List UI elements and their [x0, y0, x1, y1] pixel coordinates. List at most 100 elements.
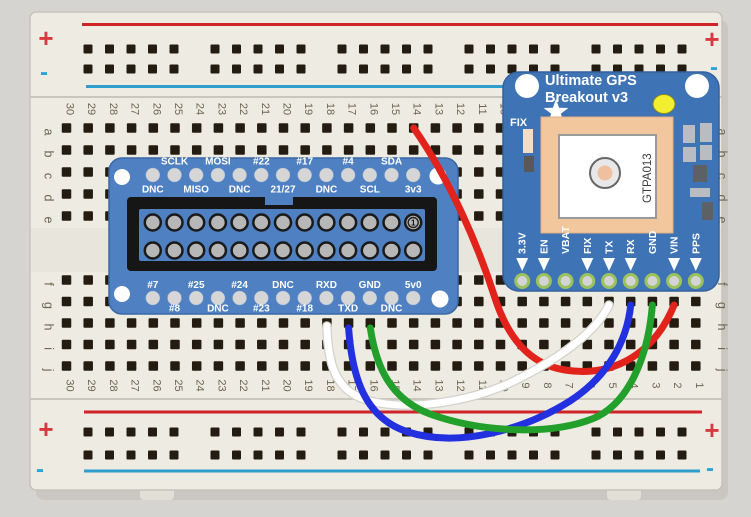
- cobbler-pin: [340, 167, 356, 183]
- cobbler-pin: [254, 167, 269, 183]
- breadboard-hole: [365, 318, 376, 328]
- rail-hole: [210, 64, 220, 74]
- gps-pin-label: PPS: [690, 233, 702, 254]
- column-number-top: 25: [172, 103, 184, 115]
- breadboard-hole: [474, 361, 484, 371]
- cobbler-connector-holes: 1: [143, 213, 423, 260]
- gps-pin-hole: [601, 273, 617, 289]
- rail-hole: [296, 64, 306, 74]
- breadboard-hole: [257, 145, 267, 155]
- breadboard-hole: [300, 318, 310, 328]
- breadboard-hole: [126, 339, 137, 350]
- column-number-bottom: 16: [367, 379, 379, 391]
- breadboard-hole: [61, 189, 72, 199]
- cobbler-pin: [297, 167, 312, 183]
- breadboard-hole: [83, 318, 93, 328]
- rail-minus-sign: -: [710, 54, 718, 81]
- column-number-top: 27: [129, 103, 141, 115]
- breadboard-hole: [278, 145, 289, 155]
- gps-antenna-pin-dot: [597, 165, 613, 181]
- breadboard-hole: [148, 361, 159, 371]
- breadboard-hole: [278, 361, 289, 371]
- breadboard-hole: [83, 189, 93, 199]
- connector-hole: [295, 241, 314, 260]
- gps-pin-hole: [579, 273, 596, 289]
- breadboard-hole: [430, 123, 441, 133]
- connector-hole: [230, 241, 249, 260]
- breadboard-hole: [257, 123, 267, 133]
- row-letter-left: b: [42, 151, 56, 158]
- column-number-bottom: 13: [432, 379, 444, 391]
- rail-hole: [232, 427, 241, 437]
- gps-smd-component: [693, 165, 707, 182]
- cobbler-mount-hole-br: [431, 290, 449, 308]
- rail-hole: [148, 64, 157, 74]
- red-wire: [410, 124, 678, 375]
- rail-hole: [613, 450, 622, 460]
- row-letter-left: c: [42, 173, 56, 179]
- breadboard-hole: [83, 361, 93, 371]
- gps-pin-label: GND: [647, 230, 659, 254]
- breadboard-hole: [191, 318, 202, 328]
- pin1-badge-label: 1: [411, 219, 416, 228]
- column-number-top: 16: [367, 103, 379, 115]
- breadboard-hole: [105, 339, 115, 350]
- column-number-bottom: 24: [194, 379, 206, 391]
- breadboard-hole: [235, 145, 245, 155]
- gps-pin-arrow-icon: [581, 258, 594, 271]
- cobbler-pin-label: SCLK: [161, 157, 189, 168]
- breadboard-hole: [582, 296, 593, 307]
- breadboard-hole: [235, 318, 245, 328]
- breadboard-hole: [278, 318, 289, 328]
- breadboard-hole: [604, 339, 614, 350]
- rail-hole: [656, 427, 665, 437]
- cobbler-pin: [362, 167, 378, 183]
- cobbler-pin: [275, 290, 291, 306]
- gps-smd-component: [700, 123, 712, 142]
- rail-hole: [634, 427, 644, 437]
- breadboard-hole: [474, 189, 484, 199]
- rail-hole: [402, 44, 411, 54]
- cobbler-pin: [167, 167, 182, 183]
- cobbler-pin-label: DNC: [381, 304, 403, 315]
- column-number-bottom: 25: [172, 379, 184, 391]
- breadboard-hole: [83, 123, 93, 133]
- cobbler-pin: [384, 167, 399, 183]
- cobbler-pin: [297, 290, 312, 306]
- column-number-bottom: 26: [150, 379, 162, 391]
- cobbler-pin-label: GND: [359, 280, 381, 291]
- rail-hole: [169, 450, 179, 460]
- cobbler-pin: [232, 167, 247, 183]
- breadboard-hole: [517, 361, 527, 371]
- connector-hole: [295, 213, 314, 232]
- rail-plus-sign: +: [704, 24, 719, 54]
- column-number-top: 23: [215, 103, 227, 115]
- breadboard-hole: [83, 339, 93, 350]
- gps-smd-component: [700, 145, 712, 160]
- breadboard-hole: [61, 123, 72, 133]
- green-wire: [366, 301, 656, 434]
- cobbler-pin: [319, 167, 334, 183]
- rail-hole: [169, 427, 179, 437]
- gps-smd-component: [683, 147, 696, 162]
- gps-smd-component: [702, 202, 713, 220]
- breadboard-hole: [191, 339, 202, 350]
- breadboard-hole: [83, 167, 93, 177]
- row-letter-left: a: [42, 129, 56, 136]
- cobbler-pin: [145, 290, 161, 306]
- column-number-bottom: 19: [302, 379, 314, 391]
- column-number-bottom: 29: [85, 379, 97, 391]
- breadboard-hole: [105, 123, 115, 133]
- row-letter-right: a: [715, 129, 729, 136]
- gps-module-label: GTPA013: [642, 153, 654, 203]
- rail-hole: [402, 64, 411, 74]
- breadboard-hole: [691, 361, 701, 371]
- breadboard-hole: [213, 145, 224, 155]
- connector-hole: [143, 241, 163, 260]
- breadboard-hole: [343, 145, 354, 155]
- cobbler-pin-label: DNC: [272, 280, 294, 291]
- gps-fix-label: FIX: [510, 117, 528, 129]
- rail-hole: [380, 427, 390, 437]
- breadboard-hole: [105, 145, 115, 155]
- breadboard-hole: [61, 318, 72, 328]
